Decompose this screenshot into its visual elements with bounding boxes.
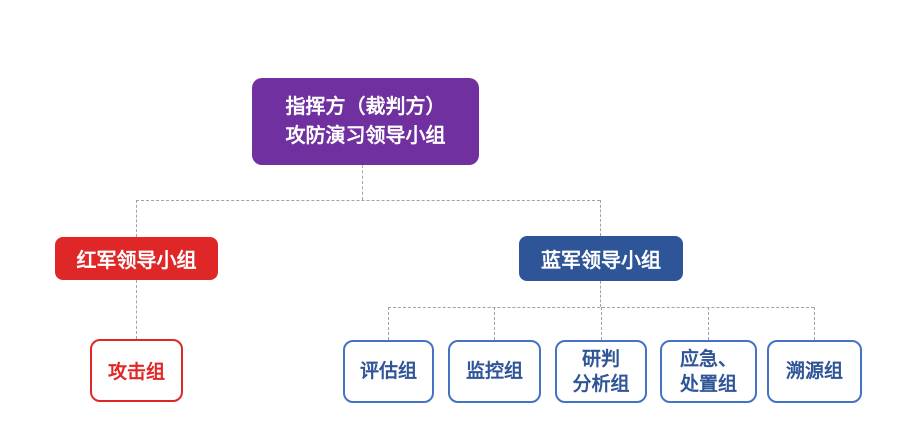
- analysis-group-label-line2: 分析组: [572, 373, 630, 395]
- monitoring-group-label: 监控组: [465, 361, 523, 382]
- node-traceability-group: 溯源组: [767, 340, 862, 403]
- blue-leader-label: 蓝军领导小组: [541, 250, 661, 272]
- node-monitoring-group: 监控组: [448, 340, 541, 403]
- emergency-group-label-line2: 处置组: [679, 373, 737, 395]
- emergency-group-label-line1: 应急、: [679, 348, 737, 370]
- connector-level1-horizontal: [136, 200, 600, 201]
- node-attack-group: 攻击组: [90, 339, 183, 402]
- evaluation-group-label: 评估组: [359, 361, 417, 382]
- red-leader-label: 红军领导小组: [76, 250, 197, 272]
- traceability-group-label: 溯源组: [785, 361, 843, 382]
- node-command-referee-leadership: 指挥方（裁判方） 攻防演习领导小组: [252, 78, 479, 165]
- root-label-line1: 指挥方（裁判方）: [285, 95, 446, 118]
- node-evaluation-group: 评估组: [343, 340, 434, 403]
- node-emergency-response-group: 应急、 处置组: [660, 340, 757, 403]
- connector-red-to-attack: [136, 280, 137, 339]
- node-blue-team-leadership: 蓝军领导小组: [519, 236, 683, 281]
- attack-group-label: 攻击组: [107, 362, 165, 383]
- connector-monitoring-drop: [494, 307, 495, 340]
- connector-red-leader-drop: [136, 200, 137, 237]
- connector-blue-leader-drop: [600, 200, 601, 236]
- connector-traceability-drop: [814, 307, 815, 340]
- root-label-line2: 攻防演习领导小组: [285, 124, 446, 147]
- node-analysis-group: 研判 分析组: [555, 340, 647, 403]
- connector-evaluation-drop: [388, 307, 389, 340]
- connector-blue-stub: [600, 281, 601, 307]
- connector-root-drop: [362, 165, 363, 200]
- connector-analysis-drop: [601, 307, 602, 340]
- node-red-team-leadership: 红军领导小组: [55, 237, 218, 280]
- analysis-group-label-line1: 研判: [581, 348, 620, 370]
- connector-emergency-drop: [708, 307, 709, 340]
